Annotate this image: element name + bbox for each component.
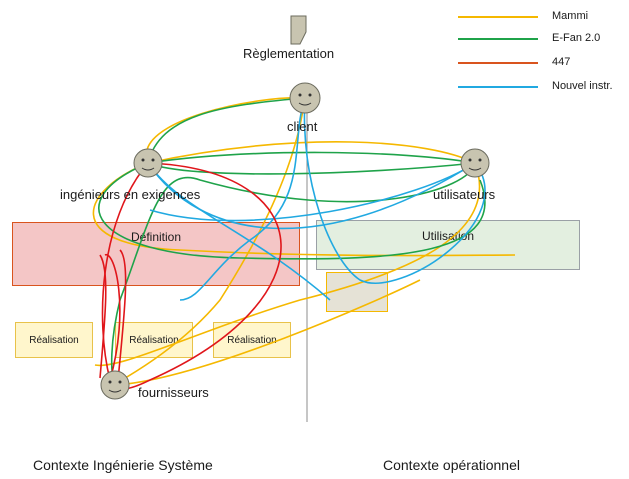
legend-label-mammi: Mammi [552, 10, 589, 22]
path-447-2 [104, 254, 121, 381]
client-label: client [287, 119, 318, 134]
legend-swatch-efan [458, 38, 538, 40]
path-447-3 [117, 249, 127, 381]
ingenieurs-face-icon [133, 148, 163, 178]
client-face-icon [289, 82, 321, 114]
utilisation-zone: Utilisation [316, 220, 580, 270]
path-nouvel-3 [303, 97, 486, 284]
legend-label-nouvel: Nouvel instr. [552, 80, 613, 92]
path-efan-5 [147, 162, 476, 175]
path-efan-2 [147, 97, 306, 164]
utilisateurs-face-icon [460, 148, 490, 178]
context-left-label: Contexte Ingénierie Système [33, 457, 213, 473]
path-mammi-3 [112, 97, 306, 387]
path-mammi-1 [147, 141, 476, 164]
path-nouvel-4 [147, 162, 331, 301]
realisation-label-3: Réalisation [227, 334, 277, 346]
legend-label-447: 447 [552, 56, 571, 68]
fournisseurs-label: fournisseurs [138, 385, 209, 400]
path-nouvel-2 [147, 162, 476, 230]
legend-label-efan: E-Fan 2.0 [552, 32, 601, 44]
ingenieurs-label: ingénieurs en exigences [60, 187, 201, 202]
utilisateurs-label: utilisateurs [433, 187, 496, 202]
path-efan-1 [147, 151, 476, 164]
realisation-label-2: Réalisation [129, 334, 179, 346]
legend-swatch-nouvel [458, 86, 538, 88]
realisation-box-1: Réalisation [15, 322, 93, 358]
path-efan-3 [110, 162, 476, 386]
context-right-label: Contexte opérationnel [383, 457, 520, 473]
definition-zone: Définition [12, 222, 300, 286]
path-447-5 [99, 254, 107, 379]
fournisseurs-face-icon [100, 370, 130, 400]
path-mammi-4 [94, 162, 481, 367]
realisation-label-1: Réalisation [29, 334, 79, 346]
legend-swatch-mammi [458, 16, 538, 18]
path-efan-4 [98, 162, 486, 260]
path-nouvel-1 [179, 97, 306, 301]
path-mammi-6 [114, 279, 421, 386]
path-nouvel-5 [149, 162, 476, 222]
path-mammi-5 [92, 162, 516, 257]
legend-swatch-447 [458, 62, 538, 64]
document-icon [290, 15, 307, 45]
reglementation-label: Règlementation [243, 46, 335, 61]
